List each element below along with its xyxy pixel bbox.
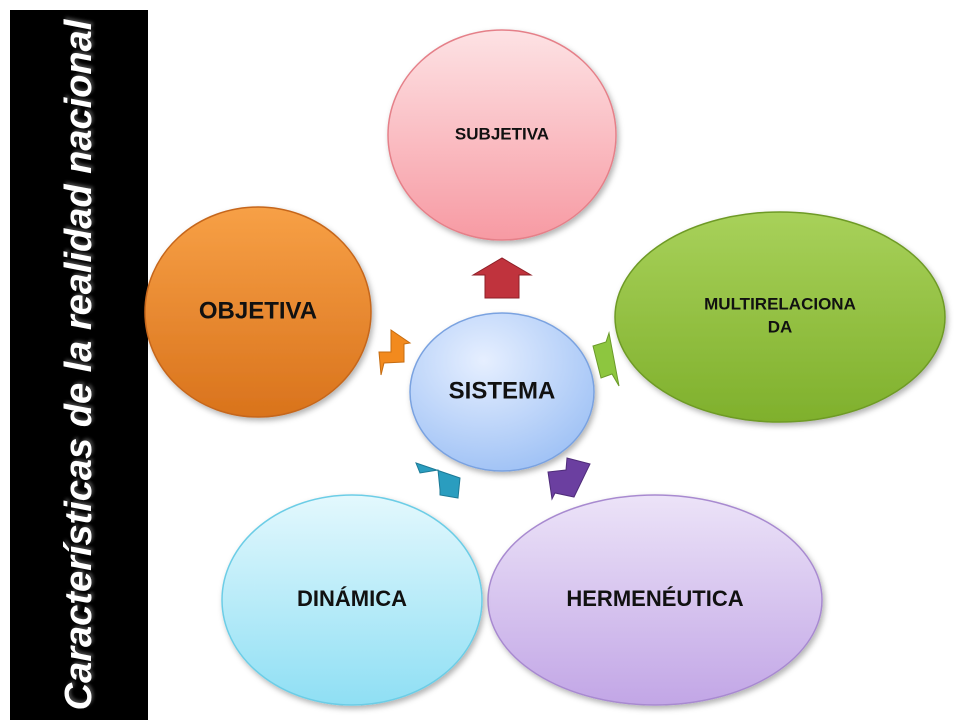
arrow-up-icon xyxy=(471,257,533,299)
label-objetiva: OBJETIVA xyxy=(199,297,317,324)
label-dinamica: DINÁMICA xyxy=(297,586,407,611)
arrow-down-right-icon xyxy=(547,457,591,501)
label-multirelacionada-line2: DA xyxy=(768,317,793,336)
label-multirelacionada-line1: MULTIRELACIONA xyxy=(704,294,856,313)
arrow-right-icon xyxy=(592,331,620,387)
label-hermeneutica: HERMENÉUTICA xyxy=(566,586,743,611)
label-subjetiva: SUBJETIVA xyxy=(455,124,549,143)
arrow-left-icon xyxy=(378,329,412,376)
node-objetiva xyxy=(144,206,372,418)
node-multirelacionada xyxy=(614,211,946,423)
arrow-down-left-icon xyxy=(415,462,461,499)
node-sistema xyxy=(409,312,595,472)
title-bar xyxy=(10,10,148,720)
node-subjetiva xyxy=(387,29,617,241)
node-dinamica xyxy=(221,494,483,706)
node-hermeneutica xyxy=(487,494,823,706)
label-sistema: SISTEMA xyxy=(449,377,556,404)
